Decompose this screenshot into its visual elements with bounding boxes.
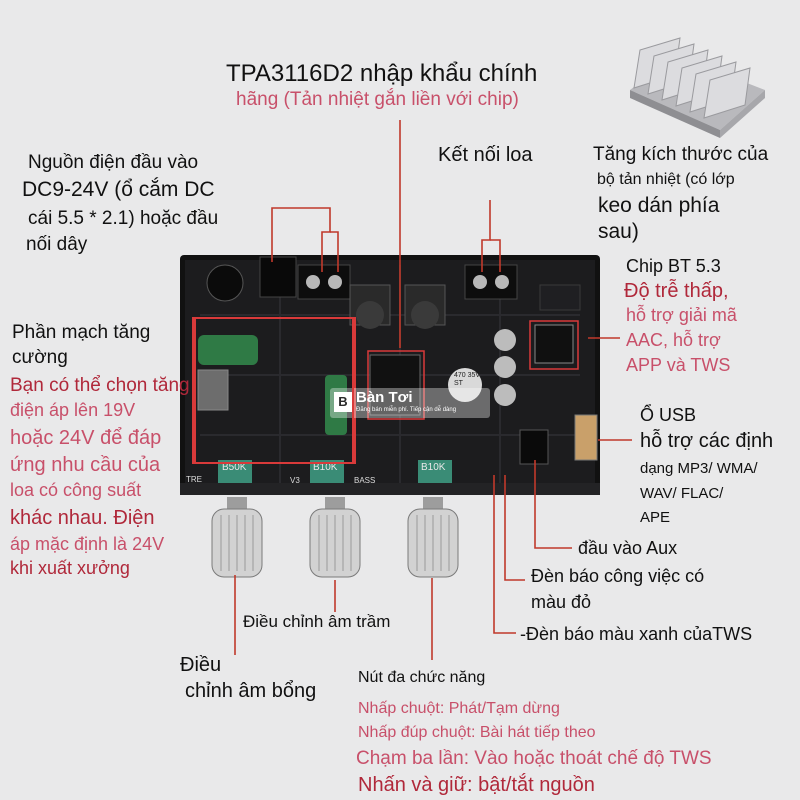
power-label-2: DC9-24V (ổ cắm DC [22, 178, 215, 201]
multi-button-item-4: Nhấn và giữ: bật/tắt nguồn [358, 774, 595, 796]
red-led-label-2: màu đỏ [531, 592, 592, 612]
bass-knob-image [309, 497, 361, 578]
multi-button-title: Nút đa chức năng [358, 669, 486, 686]
power-label-1: Nguồn điện đầu vào [28, 152, 199, 173]
booster-desc-8: khi xuất xưởng [10, 558, 130, 578]
cap-text: 470 35V ST [454, 372, 481, 388]
treble-label-2: chỉnh âm bổng [185, 680, 317, 702]
power-label-4: nối dây [26, 234, 88, 255]
bt-label-2: Độ trễ thấp, [624, 280, 729, 302]
heatsink-label-2: bộ tản nhiệt (có lớp [597, 171, 735, 188]
silk-tre: TRE [186, 475, 202, 484]
multifunction-knob-image [407, 497, 459, 578]
heatsink-label-3: keo dán phía [598, 194, 720, 217]
aux-label: đầu vào Aux [578, 538, 678, 558]
silk-bass: BASS [354, 476, 376, 485]
treble-knob-image [211, 497, 263, 578]
booster-desc-5: loa có công suất [10, 480, 142, 500]
heatsink-label-1: Tăng kích thước của [593, 144, 769, 165]
power-label-3: cái 5.5 * 2.1) hoặc đầu [28, 208, 219, 229]
red-led-label-1: Đèn báo công việc có [531, 566, 705, 586]
booster-desc-4: ứng nhu cầu của [10, 454, 161, 476]
usb-label-4: WAV/ FLAC/ [640, 485, 724, 502]
title-line-1: TPA3116D2 nhập khẩu chính [226, 60, 538, 87]
bt-label-4: AAC, hỗ trợ [626, 330, 721, 350]
pot-label-treble: B50K [222, 462, 247, 473]
watermark-name: Bàn Tơi [356, 389, 413, 406]
heatsink-label-4: sau) [598, 220, 639, 243]
booster-desc-7: áp mặc định là 24V [10, 534, 165, 554]
usb-label-3: dạng MP3/ WMA/ [640, 460, 758, 477]
pot-label-third: B10K [421, 462, 446, 473]
title-line-2: hãng (Tản nhiệt gắn liền với chip) [236, 89, 519, 110]
blue-led-label: -Đèn báo màu xanh củaTWS [520, 624, 753, 644]
bt-label-3: hỗ trợ giải mã [626, 305, 737, 325]
bt-label-5: APP và TWS [626, 355, 731, 375]
pot-label-bass: B10K [313, 462, 338, 473]
booster-desc-6: khác nhau. Điện [10, 507, 155, 529]
booster-desc-3: hoặc 24V để đáp [10, 427, 162, 449]
speaker-label: Kết nối loa [438, 144, 533, 166]
multi-button-item-2: Nhấp đúp chuột: Bài hát tiếp theo [358, 724, 596, 741]
usb-label-5: APE [640, 509, 671, 526]
usb-label-2: hỗ trợ các định [640, 430, 774, 452]
multi-button-item-1: Nhấp chuột: Phát/Tạm dừng [358, 700, 560, 717]
bt-label-1: Chip BT 5.3 [626, 256, 721, 276]
bass-label: Điều chỉnh âm trầm [243, 612, 391, 631]
watermark: B Bàn Tơi Đăng bán miễn phí. Tiếp cận dễ… [330, 388, 490, 418]
silk-v3: V3 [290, 476, 300, 485]
multi-button-item-3: Chạm ba lần: Vào hoặc thoát chế độ TWS [356, 748, 712, 769]
booster-title-2: cường [12, 347, 68, 368]
booster-desc-1: Bạn có thể chọn tăng [10, 375, 190, 396]
watermark-slogan: Đăng bán miễn phí. Tiếp cận dễ dàng [356, 407, 457, 413]
amplifier-board-image [180, 255, 600, 495]
booster-title-1: Phần mạch tăng [12, 322, 151, 343]
booster-desc-2: điện áp lên 19V [10, 400, 136, 420]
watermark-logo: B [334, 392, 352, 412]
heatsink-image [630, 37, 765, 138]
treble-label-1: Điều [180, 654, 222, 676]
usb-label-1: Ổ USB [640, 405, 697, 425]
